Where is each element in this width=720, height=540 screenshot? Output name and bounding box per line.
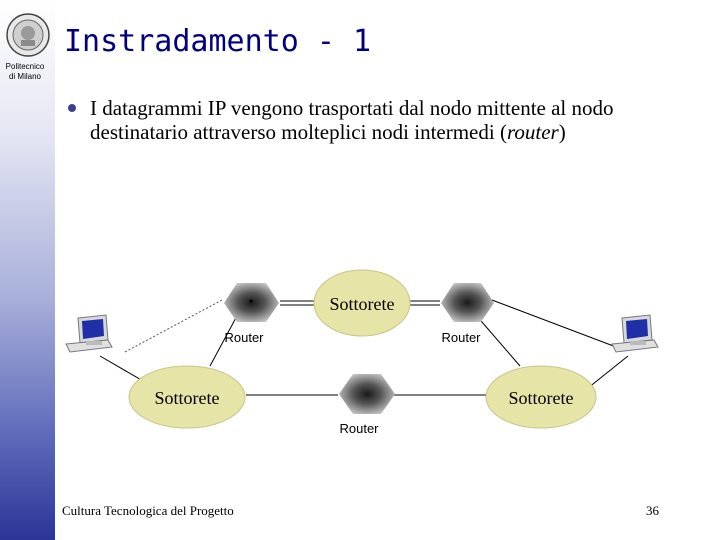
subnet-top-label: Sottorete — [330, 294, 395, 314]
router-right-label: Router — [441, 330, 481, 345]
logo-text-line2: di Milano — [8, 72, 41, 81]
connection-lines — [99, 299, 629, 396]
bullet-dot — [68, 104, 76, 112]
sidebar-gradient — [0, 0, 55, 540]
bullet-text: I datagrammi IP vengono trasportati dal … — [90, 96, 700, 144]
bullet-text-italic: router — [506, 120, 559, 144]
subnet-left-label: Sottorete — [155, 388, 220, 408]
router-right-icon — [441, 283, 494, 322]
bullet-text-end: ) — [558, 120, 566, 144]
page-title: Instradamento - 1 — [64, 24, 372, 59]
link-router-right-pc-right — [491, 299, 625, 351]
link-subnet-right-pc-right — [587, 355, 629, 389]
link-router-left-subnet-left — [209, 313, 239, 367]
router-bottom: Router — [339, 374, 395, 436]
bullet-text-main: I datagrammi IP vengono trasportati dal … — [90, 96, 614, 144]
router-left: Router — [224, 283, 279, 345]
router-right: Router — [441, 283, 494, 345]
link-router-right-subnet-right — [474, 313, 521, 367]
footer-course-name: Cultura Tecnologica del Progetto — [62, 503, 234, 518]
router-bottom-icon — [339, 374, 395, 414]
university-seal-logo — [6, 13, 50, 57]
logo-text-line1: Politecnico — [5, 62, 45, 71]
subnet-top: Sottorete — [313, 269, 411, 337]
host-pc-right — [611, 314, 659, 353]
host-pc-left — [65, 314, 113, 353]
router-bottom-label: Router — [339, 421, 379, 436]
subnet-right: Sottorete — [485, 365, 597, 429]
footer-page-number: 36 — [646, 503, 659, 518]
link-pc-left-router-left — [124, 299, 223, 353]
subnet-right-label: Sottorete — [509, 388, 574, 408]
subnet-left: Sottorete — [128, 365, 246, 429]
logo-caption: Politecnico di Milano — [0, 62, 50, 82]
router-left-label: Router — [224, 330, 264, 345]
